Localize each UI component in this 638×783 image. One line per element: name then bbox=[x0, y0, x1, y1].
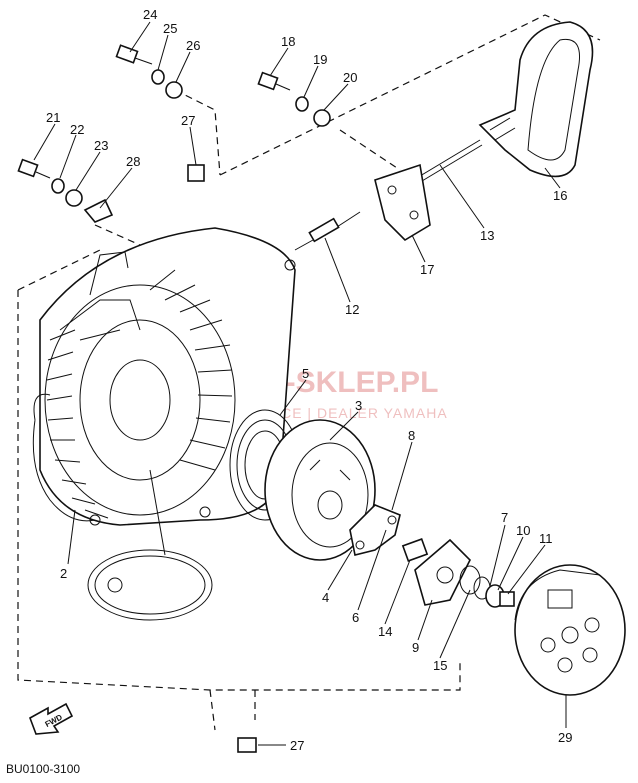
callout-20: 20 bbox=[343, 70, 357, 85]
callout-15: 15 bbox=[433, 658, 447, 673]
callout-22: 22 bbox=[70, 122, 84, 137]
drawing-code: BU0100-3100 bbox=[6, 762, 81, 776]
callout-23: 23 bbox=[94, 138, 108, 153]
callout-10: 10 bbox=[516, 523, 530, 538]
callout-25: 25 bbox=[163, 21, 177, 36]
starter-housing bbox=[32, 227, 296, 526]
callout-16: 16 bbox=[553, 188, 567, 203]
bolt bbox=[401, 538, 429, 562]
drive-pawl bbox=[349, 504, 401, 556]
callout-9: 9 bbox=[412, 640, 419, 655]
pulley-assembly bbox=[229, 409, 376, 561]
callout-19: 19 bbox=[313, 52, 327, 67]
starter-cover bbox=[514, 564, 626, 696]
callout-8: 8 bbox=[408, 428, 415, 443]
starter-handle bbox=[478, 21, 594, 178]
callout-2: 2 bbox=[60, 566, 67, 581]
callout-13: 13 bbox=[480, 228, 494, 243]
leader-lines bbox=[33, 21, 567, 746]
callout-5: 5 bbox=[302, 366, 309, 381]
callouts: 24 25 26 18 19 20 21 22 23 27 28 16 13 1… bbox=[46, 7, 572, 753]
wire-loop bbox=[87, 469, 213, 621]
callout-27-top: 27 bbox=[181, 113, 195, 128]
callout-21: 21 bbox=[46, 110, 60, 125]
callout-28: 28 bbox=[126, 154, 140, 169]
callout-11: 11 bbox=[539, 531, 553, 546]
spring-collar-set bbox=[459, 565, 515, 608]
callout-17: 17 bbox=[420, 262, 434, 277]
callout-18: 18 bbox=[281, 34, 295, 49]
callout-6: 6 bbox=[352, 610, 359, 625]
callout-3: 3 bbox=[355, 398, 362, 413]
fwd-arrow-icon: FWD bbox=[29, 702, 74, 735]
callout-12: 12 bbox=[345, 302, 359, 317]
callout-26: 26 bbox=[186, 38, 200, 53]
fasteners bbox=[17, 44, 331, 753]
callout-7: 7 bbox=[501, 510, 508, 525]
callout-4: 4 bbox=[322, 590, 329, 605]
callout-24: 24 bbox=[143, 7, 157, 22]
callout-29: 29 bbox=[558, 730, 572, 745]
callout-14: 14 bbox=[378, 624, 392, 639]
bracket bbox=[374, 163, 431, 242]
callout-27-bottom: 27 bbox=[290, 738, 304, 753]
